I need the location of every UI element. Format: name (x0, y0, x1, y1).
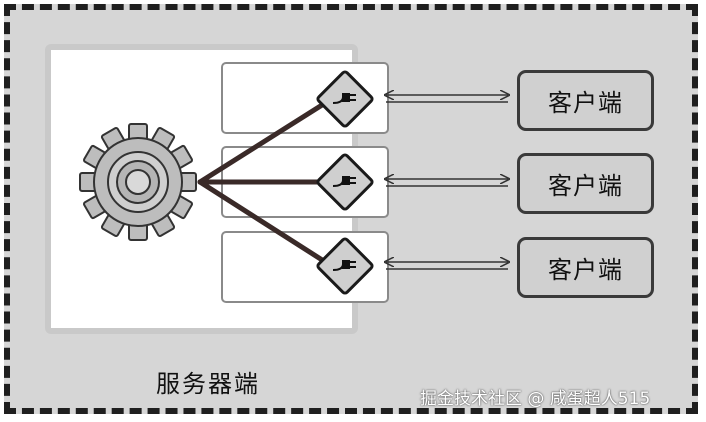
plug-icon (316, 70, 374, 128)
client-label: 客户端 (548, 256, 623, 284)
client-box-2: 客户端 (517, 153, 654, 214)
connection-lines (197, 97, 333, 268)
client-label: 客户端 (548, 172, 623, 200)
watermark: 掘金技术社区 @ 咸蛋超人515 (420, 389, 651, 409)
plug-icon (316, 237, 374, 295)
double-arrow-icon (386, 95, 508, 103)
double-arrow-icon (386, 179, 508, 187)
gear-icon (79, 123, 197, 241)
client-box-3: 客户端 (517, 237, 654, 298)
double-arrow-icon (386, 262, 508, 270)
client-label: 客户端 (548, 89, 623, 117)
client-box-1: 客户端 (517, 70, 654, 131)
server-label: 服务器端 (156, 370, 260, 398)
plug-icon (316, 153, 374, 211)
